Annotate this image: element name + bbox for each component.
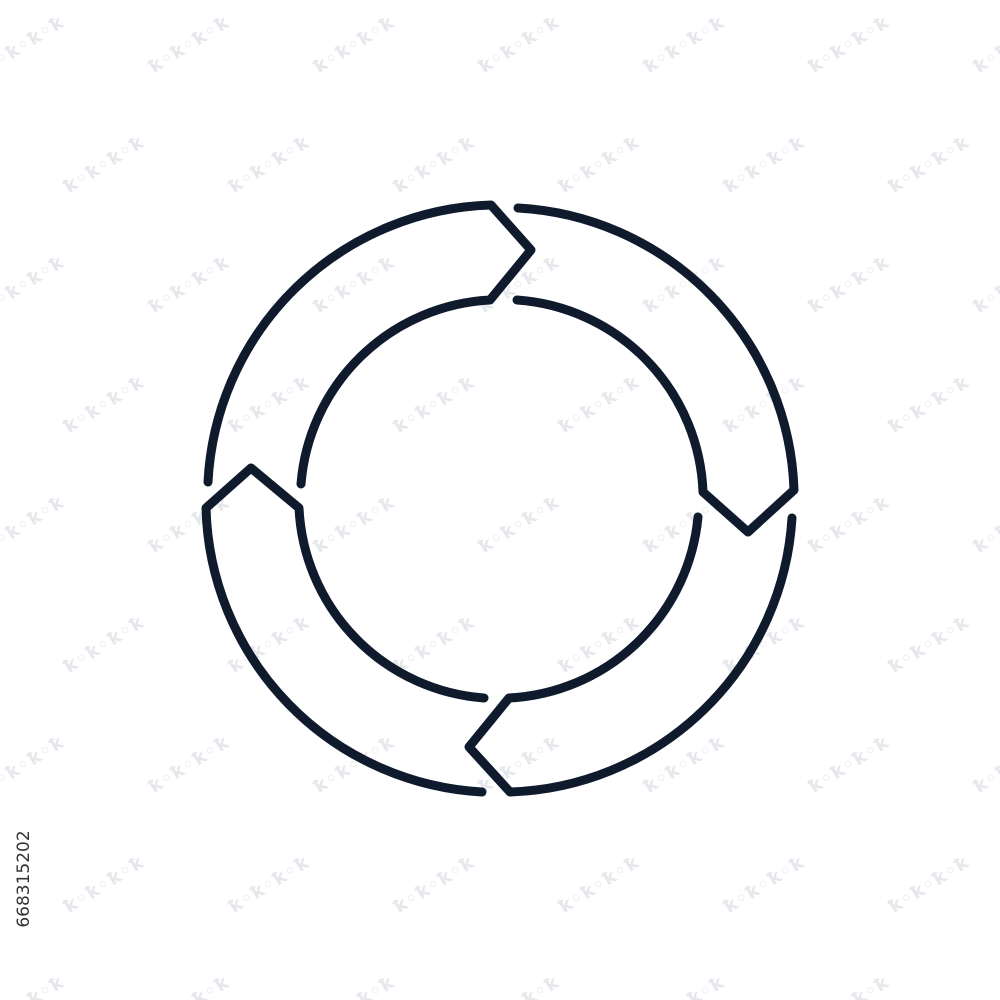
stock-id-text: 668315202 [14, 830, 34, 928]
arrow-segment-top-left [203, 200, 536, 489]
stock-id-label: 668315202 [10, 764, 38, 994]
arrow-segment-top-right [512, 203, 799, 537]
arrow-segment-bottom-right [464, 512, 797, 797]
arrow-segment-bottom-left [201, 463, 489, 797]
